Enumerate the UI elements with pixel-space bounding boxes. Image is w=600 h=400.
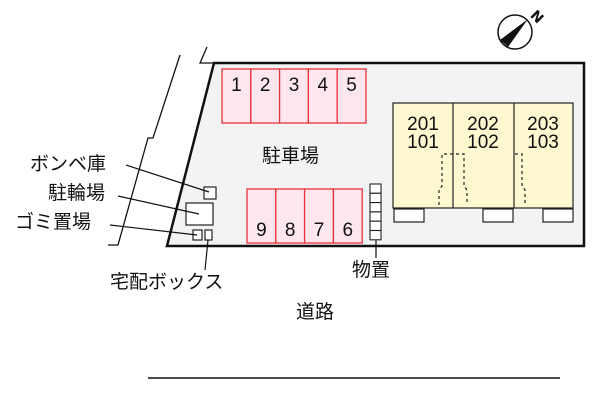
unit-number-upper: 202 <box>467 114 499 135</box>
delivery-box-label: 宅配ボックス <box>110 271 224 293</box>
balconies <box>393 208 574 223</box>
unit-number-lower: 102 <box>467 132 499 153</box>
building <box>392 102 574 209</box>
parking-space <box>221 68 252 124</box>
gas-storage-label: ボンベ庫 <box>30 153 107 175</box>
parking-label: 駐車場 <box>262 145 320 167</box>
gas-storage-box <box>203 186 217 200</box>
parking-space-number: 5 <box>346 75 357 96</box>
parking-space-number: 2 <box>260 75 271 96</box>
unit-number-upper: 201 <box>407 114 439 135</box>
boundary-line <box>108 54 181 246</box>
road-label: 道路 <box>296 301 335 323</box>
stair-lines <box>438 153 526 205</box>
bicycle-parking-box <box>185 202 214 226</box>
parking-space <box>246 188 277 244</box>
storage-shed <box>369 183 382 241</box>
leader-lines <box>109 164 377 271</box>
parking-space <box>336 68 367 124</box>
parking-space-number: 7 <box>314 220 325 241</box>
unit-number-upper: 203 <box>527 114 559 135</box>
parking-space-number: 6 <box>343 220 354 241</box>
parking-space <box>275 188 306 244</box>
parking-space <box>332 188 363 244</box>
parking-space <box>307 68 338 124</box>
north-compass-icon: N <box>497 8 546 50</box>
boundary-line <box>199 46 214 64</box>
unit-number-lower: 101 <box>407 132 439 153</box>
parking-space-number: 4 <box>318 75 329 96</box>
delivery-box <box>204 229 213 241</box>
parking-space-number: 9 <box>256 220 267 241</box>
storage-label: 物置 <box>352 259 391 281</box>
parking-space-number: 8 <box>285 220 296 241</box>
parking-space-number: 3 <box>289 75 300 96</box>
bicycle-parking-label: 駐輪場 <box>48 182 106 204</box>
garbage-label: ゴミ置場 <box>15 211 92 233</box>
unit-number-lower: 103 <box>527 132 559 153</box>
parking-space-number: 1 <box>231 75 242 96</box>
